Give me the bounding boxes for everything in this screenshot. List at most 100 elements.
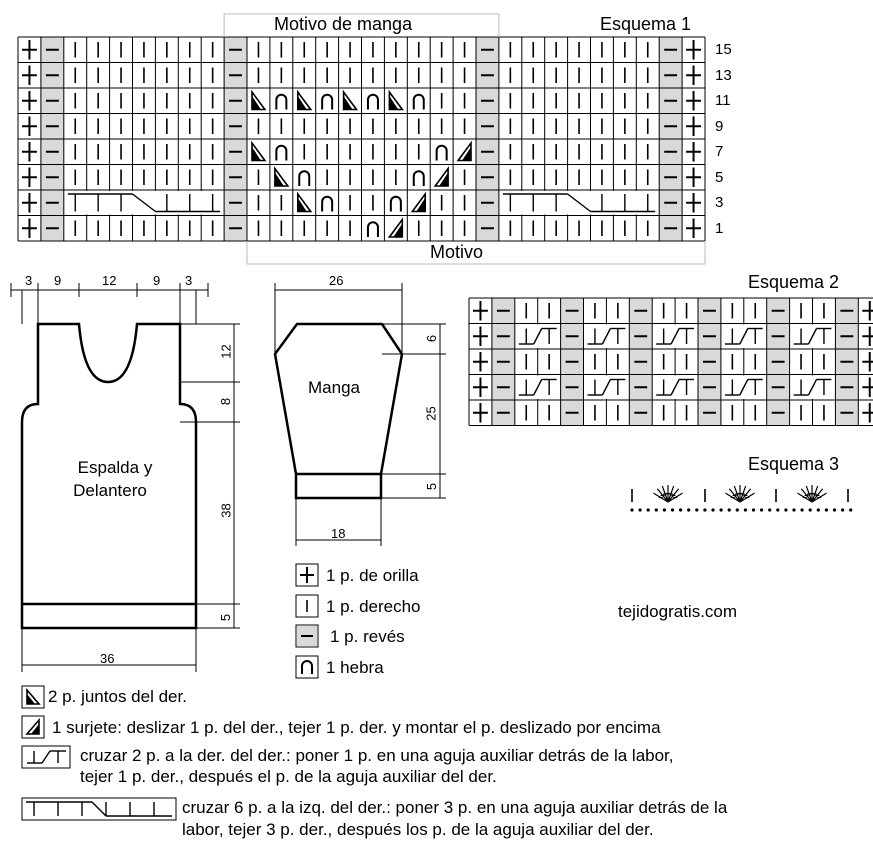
edge-stitch-icon [473,352,488,372]
yarn-over-icon [298,170,311,186]
sleeve-piece-name: Manga [308,378,360,397]
edge-stitch-icon [473,377,488,397]
chain-stitch-icon [841,508,845,512]
note-cross2-line1: cruzar 2 p. a la der. del der.: poner 1 … [80,746,674,765]
edge-stitch-icon [22,142,37,162]
dim-label: 9 [54,273,62,288]
edge-stitch-icon [22,167,37,187]
ssk-icon [387,217,404,238]
motif-bracket [246,241,706,265]
k2tog-icon [251,89,267,111]
edge-stitch-icon [862,326,873,346]
dim-label: 12 [218,344,234,359]
chain-stitch-icon [662,508,667,512]
schema1-bottom-label: Motivo [430,242,484,262]
cable-cross-2-icon [587,378,626,396]
note-k2tog: 2 p. juntos del der. [48,687,187,706]
yarn-over-icon [301,660,313,674]
cable-cross-2-icon [656,378,694,396]
dim-label: 26 [329,273,344,288]
edge-stitch-icon [686,65,701,85]
yarn-over-icon [435,144,448,161]
schema3-chart [630,485,853,512]
schema1-title: Esquema 1 [600,14,692,34]
chain-stitch-icon [735,508,739,512]
dim-label: 5 [424,482,440,491]
chain-stitch-icon [816,508,820,512]
edge-stitch-icon [22,65,37,85]
shell-stitch-icon [725,485,755,503]
note-cross6-line1: cruzar 6 p. a la izq. del der.: poner 3 … [182,798,728,817]
edge-stitch-icon [862,301,873,321]
chain-stitch-icon [679,508,683,512]
chain-stitch-icon [824,508,829,512]
body-piece-schematic [10,283,240,672]
chain-stitch-icon [630,508,634,512]
shell-stitch-icon [797,485,827,503]
schema3-title: Esquema 3 [748,454,840,474]
chain-stitch-icon [727,508,731,512]
chain-stitch-icon [760,508,764,512]
cable-cross-2-icon [518,327,557,345]
yarn-over-icon [275,144,288,161]
legend-icons [21,563,319,821]
yarn-over-icon [389,195,402,212]
edge-stitch-icon [862,377,873,397]
chain-stitch-icon [703,508,707,512]
k2tog-icon [342,89,359,111]
cable-cross-2-icon [793,378,832,396]
schema1-chart [17,13,706,265]
schema1-row-label: 1 [715,219,724,237]
cable-cross-2-icon [587,327,626,345]
edge-stitch-icon [862,403,873,423]
edge-stitch-icon [22,91,37,111]
k2tog-icon [297,89,313,111]
edge-stitch-icon [862,352,873,372]
edge-stitch-icon [686,218,701,238]
cable-cross-2-icon [656,327,694,345]
chain-stitch-icon [711,508,715,512]
ssk-icon [25,717,40,735]
dim-label: 9 [153,273,161,288]
chain-stitch-icon [800,508,804,512]
dim-label: 18 [331,526,346,541]
cable-cross-2-icon [27,750,66,764]
sleeve-motif-bracket [223,13,500,37]
k2tog-icon [388,89,404,111]
dim-label: 38 [218,503,234,518]
yarn-over-icon [366,221,379,237]
chain-stitch-icon [638,508,642,512]
note-cross2-line2: tejer 1 p. der., después el p. de la agu… [80,767,497,786]
edge-stitch-icon [473,403,488,423]
schema1-row-label: 15 [715,41,732,58]
yarn-over-icon [321,93,334,110]
chain-stitch-icon [792,508,796,512]
yarn-over-icon [412,93,425,110]
ssk-icon [456,140,472,162]
dim-label: 12 [102,273,117,288]
cable-cross-2-icon [724,378,763,396]
dim-label: 6 [424,334,440,343]
schema1-row-label: 9 [715,117,724,135]
dim-label: 3 [185,273,193,288]
chain-stitch-icon [695,508,699,512]
cable-cross-2-icon [518,378,557,396]
schema2-title: Esquema 2 [748,272,840,292]
yarn-over-icon [275,93,288,110]
cable-cross-6-icon [67,193,221,213]
chain-stitch-icon [654,508,658,512]
note-ssk: 1 surjete: deslizar 1 p. del der., tejer… [52,718,661,737]
ssk-icon [433,166,449,187]
edge-stitch-icon [22,193,37,213]
schema1-row-label: 13 [715,66,732,84]
website-label: tejidogratis.com [618,602,738,621]
ssk-icon [410,191,426,213]
chain-stitch-icon [719,508,723,512]
legend-yarn-over-text: 1 hebra [326,658,384,677]
edge-stitch-icon [686,193,701,213]
chain-stitch-icon [743,508,748,512]
legend-purl-stitch-text: 1 p. revés [330,627,405,646]
edge-stitch-icon [300,567,314,583]
cable-cross-6-icon [502,193,656,213]
